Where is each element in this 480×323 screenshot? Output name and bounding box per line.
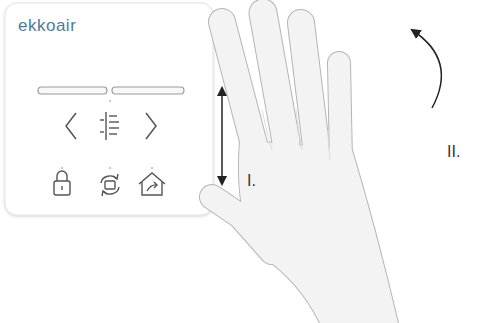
control-panel-face: ekkoair bbox=[5, 3, 213, 215]
motion-label: II. bbox=[447, 143, 460, 161]
curved-arrow bbox=[412, 30, 441, 108]
level-bar bbox=[112, 87, 184, 94]
fan-icon bbox=[100, 112, 119, 140]
right-chevron bbox=[146, 113, 156, 139]
lock-icon bbox=[54, 171, 70, 195]
indicator-dots bbox=[61, 100, 153, 169]
left-chevron bbox=[66, 113, 76, 139]
double-arrow bbox=[221, 88, 223, 184]
sync-icon bbox=[101, 174, 119, 196]
control-panel bbox=[5, 3, 213, 215]
motion-label: I. bbox=[247, 172, 256, 190]
level-bar bbox=[38, 87, 107, 94]
panel-icons bbox=[38, 87, 184, 196]
home-icon bbox=[139, 173, 165, 195]
brand-logo: ekkoair bbox=[18, 16, 200, 36]
hand bbox=[212, 13, 398, 323]
